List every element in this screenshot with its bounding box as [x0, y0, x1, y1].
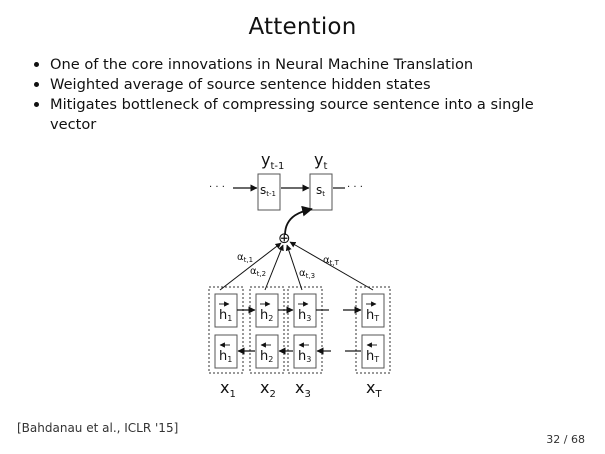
- svg-text:h1: h1: [219, 349, 232, 364]
- svg-text:hT: hT: [366, 349, 379, 364]
- backward-state-label: h1: [219, 342, 232, 364]
- bullet-dot: [34, 102, 39, 107]
- backward-state-label: h3: [298, 342, 311, 364]
- input-label: x3: [295, 378, 311, 400]
- bullet-text: Weighted average of source sentence hidd…: [50, 76, 431, 93]
- svg-text:h1: h1: [219, 308, 232, 323]
- backward-state-label: h2: [260, 342, 273, 364]
- attention-diagram: yt-1 yt · · · · · · st-1 st ⊕ αt,1 αt,2 …: [208, 150, 391, 400]
- attention-weight: αt,T: [323, 255, 340, 267]
- attention-weight: αt,3: [299, 268, 315, 280]
- svg-text:h3: h3: [298, 308, 311, 323]
- attention-arrow: [285, 244, 303, 291]
- input-label: x1: [220, 378, 236, 400]
- svg-text:h2: h2: [260, 349, 273, 364]
- bullet-dot: [34, 82, 39, 87]
- svg-text:h3: h3: [298, 349, 311, 364]
- bullet-item: Mitigates bottleneck of compressing sour…: [30, 95, 575, 135]
- page-number: 32 / 68: [546, 433, 585, 446]
- encoder-column-box: [249, 286, 285, 374]
- bullet-text: One of the core innovations in Neural Ma…: [50, 56, 474, 73]
- forward-state-label: h1: [219, 301, 232, 323]
- forward-state-box: [361, 293, 385, 328]
- slide-title: Attention: [248, 14, 357, 40]
- encoder-column-box: [208, 286, 244, 374]
- input-label: x2: [260, 378, 276, 400]
- encoder-column-box: [355, 286, 391, 374]
- citation: [Bahdanau et al., ICLR '15]: [17, 421, 179, 435]
- combine-symbol: ⊕: [278, 229, 291, 247]
- bullet-text: Mitigates bottleneck of compressing sour…: [50, 96, 534, 133]
- encoder-column-box: [287, 286, 323, 374]
- attention-arrow: [264, 244, 284, 291]
- bullet-dot: [34, 62, 39, 67]
- svg-text:h2: h2: [260, 308, 273, 323]
- ellipsis-right: · · ·: [347, 182, 363, 193]
- input-label: xT: [366, 378, 382, 400]
- decoder-state-box: [257, 173, 281, 211]
- svg-text:hT: hT: [366, 308, 379, 323]
- backward-state-label: hT: [366, 342, 379, 364]
- decoder-output-label: yt-1: [261, 150, 284, 172]
- context-arrow: [284, 205, 313, 236]
- attention-arrow: [219, 242, 282, 291]
- decoder-state-label: st-1: [260, 183, 276, 198]
- attention-arrow: [289, 241, 374, 291]
- bullet-item: Weighted average of source sentence hidd…: [30, 75, 575, 95]
- forward-state-label: h3: [298, 301, 311, 323]
- bullet-list: One of the core innovations in Neural Ma…: [30, 55, 575, 135]
- bullet-item: One of the core innovations in Neural Ma…: [30, 55, 575, 75]
- attention-weight: αt,1: [237, 252, 253, 264]
- decoder-state-label: st: [316, 183, 325, 198]
- forward-state-label: hT: [366, 301, 379, 323]
- forward-state-label: h2: [260, 301, 273, 323]
- decoder-state-box: [309, 173, 333, 211]
- ellipsis-left: · · ·: [209, 182, 225, 193]
- attention-weight: αt,2: [250, 266, 266, 278]
- decoder-output-label: yt: [314, 150, 327, 172]
